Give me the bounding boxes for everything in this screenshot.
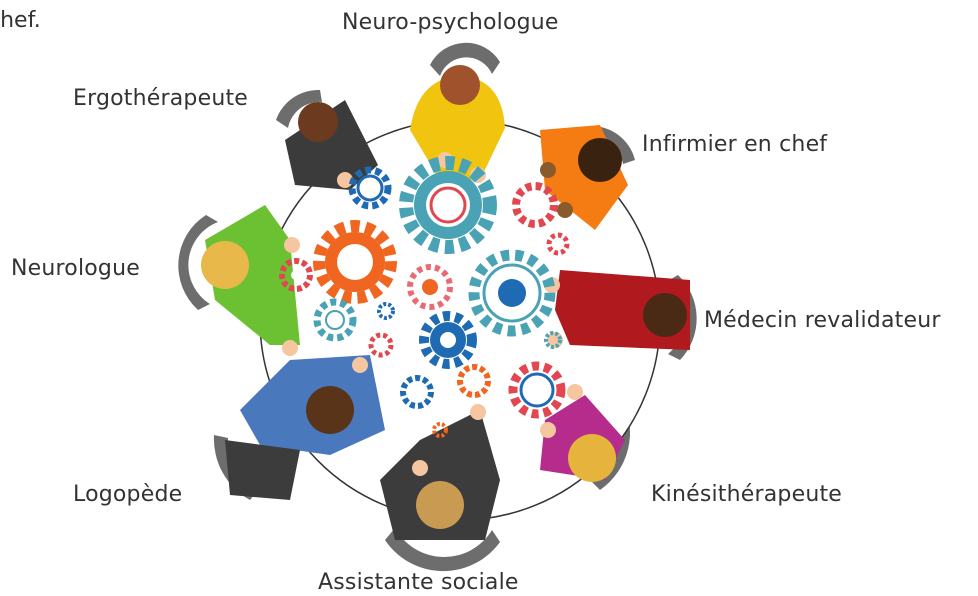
label-assistante-sociale: Assistante sociale [318, 570, 519, 595]
gears-group [279, 156, 570, 438]
person-assistante-sociale [380, 404, 500, 540]
chair-neurologue [178, 215, 218, 310]
gear-red-small [546, 232, 570, 256]
chair-neuro-psychologue [430, 42, 500, 76]
gear-red-mid [368, 332, 394, 358]
header-fragment-text: chef. [0, 8, 41, 33]
chair-assistante-sociale [385, 528, 500, 572]
person-logopede [225, 355, 385, 500]
gear-blue-center [419, 311, 477, 369]
gear-large-light-teal [468, 249, 556, 337]
person-neurologue [201, 205, 300, 356]
gear-center-pink [407, 264, 453, 310]
gear-orange-tiny [432, 422, 448, 438]
gear-red-lower-right [508, 361, 566, 419]
person-infirmier-en-chef [540, 125, 628, 230]
gear-teal-left [313, 298, 357, 342]
gear-blue-tiny [377, 302, 395, 320]
label-medecin-revalidateur: Médecin revalidateur [704, 308, 941, 333]
label-kinesitherapeute: Kinésithérapeute [651, 482, 843, 507]
person-kinesitherapeute [540, 384, 625, 482]
person-medecin-revalidateur [544, 270, 690, 350]
label-logopede: Logopède [73, 482, 183, 507]
gear-teal-small-right [544, 331, 562, 349]
label-neuro-psychologue: Neuro-psychologue [342, 10, 559, 35]
gear-red-right [512, 182, 558, 228]
gear-blue-lower [400, 375, 434, 409]
label-infirmier-en-chef: Infirmier en chef [642, 132, 828, 157]
gear-red-left [279, 258, 313, 292]
label-neurologue: Neurologue [11, 256, 140, 281]
chair-ergotherapeute [276, 89, 322, 128]
person-ergotherapeute [285, 100, 378, 190]
gear-small-blue-top [348, 166, 392, 210]
gear-large-teal [399, 156, 497, 254]
label-ergotherapeute: Ergothérapeute [73, 86, 249, 111]
person-neuro-psychologue [410, 65, 505, 183]
gear-orange-lower [457, 364, 491, 398]
gear-large-orange [313, 220, 397, 304]
